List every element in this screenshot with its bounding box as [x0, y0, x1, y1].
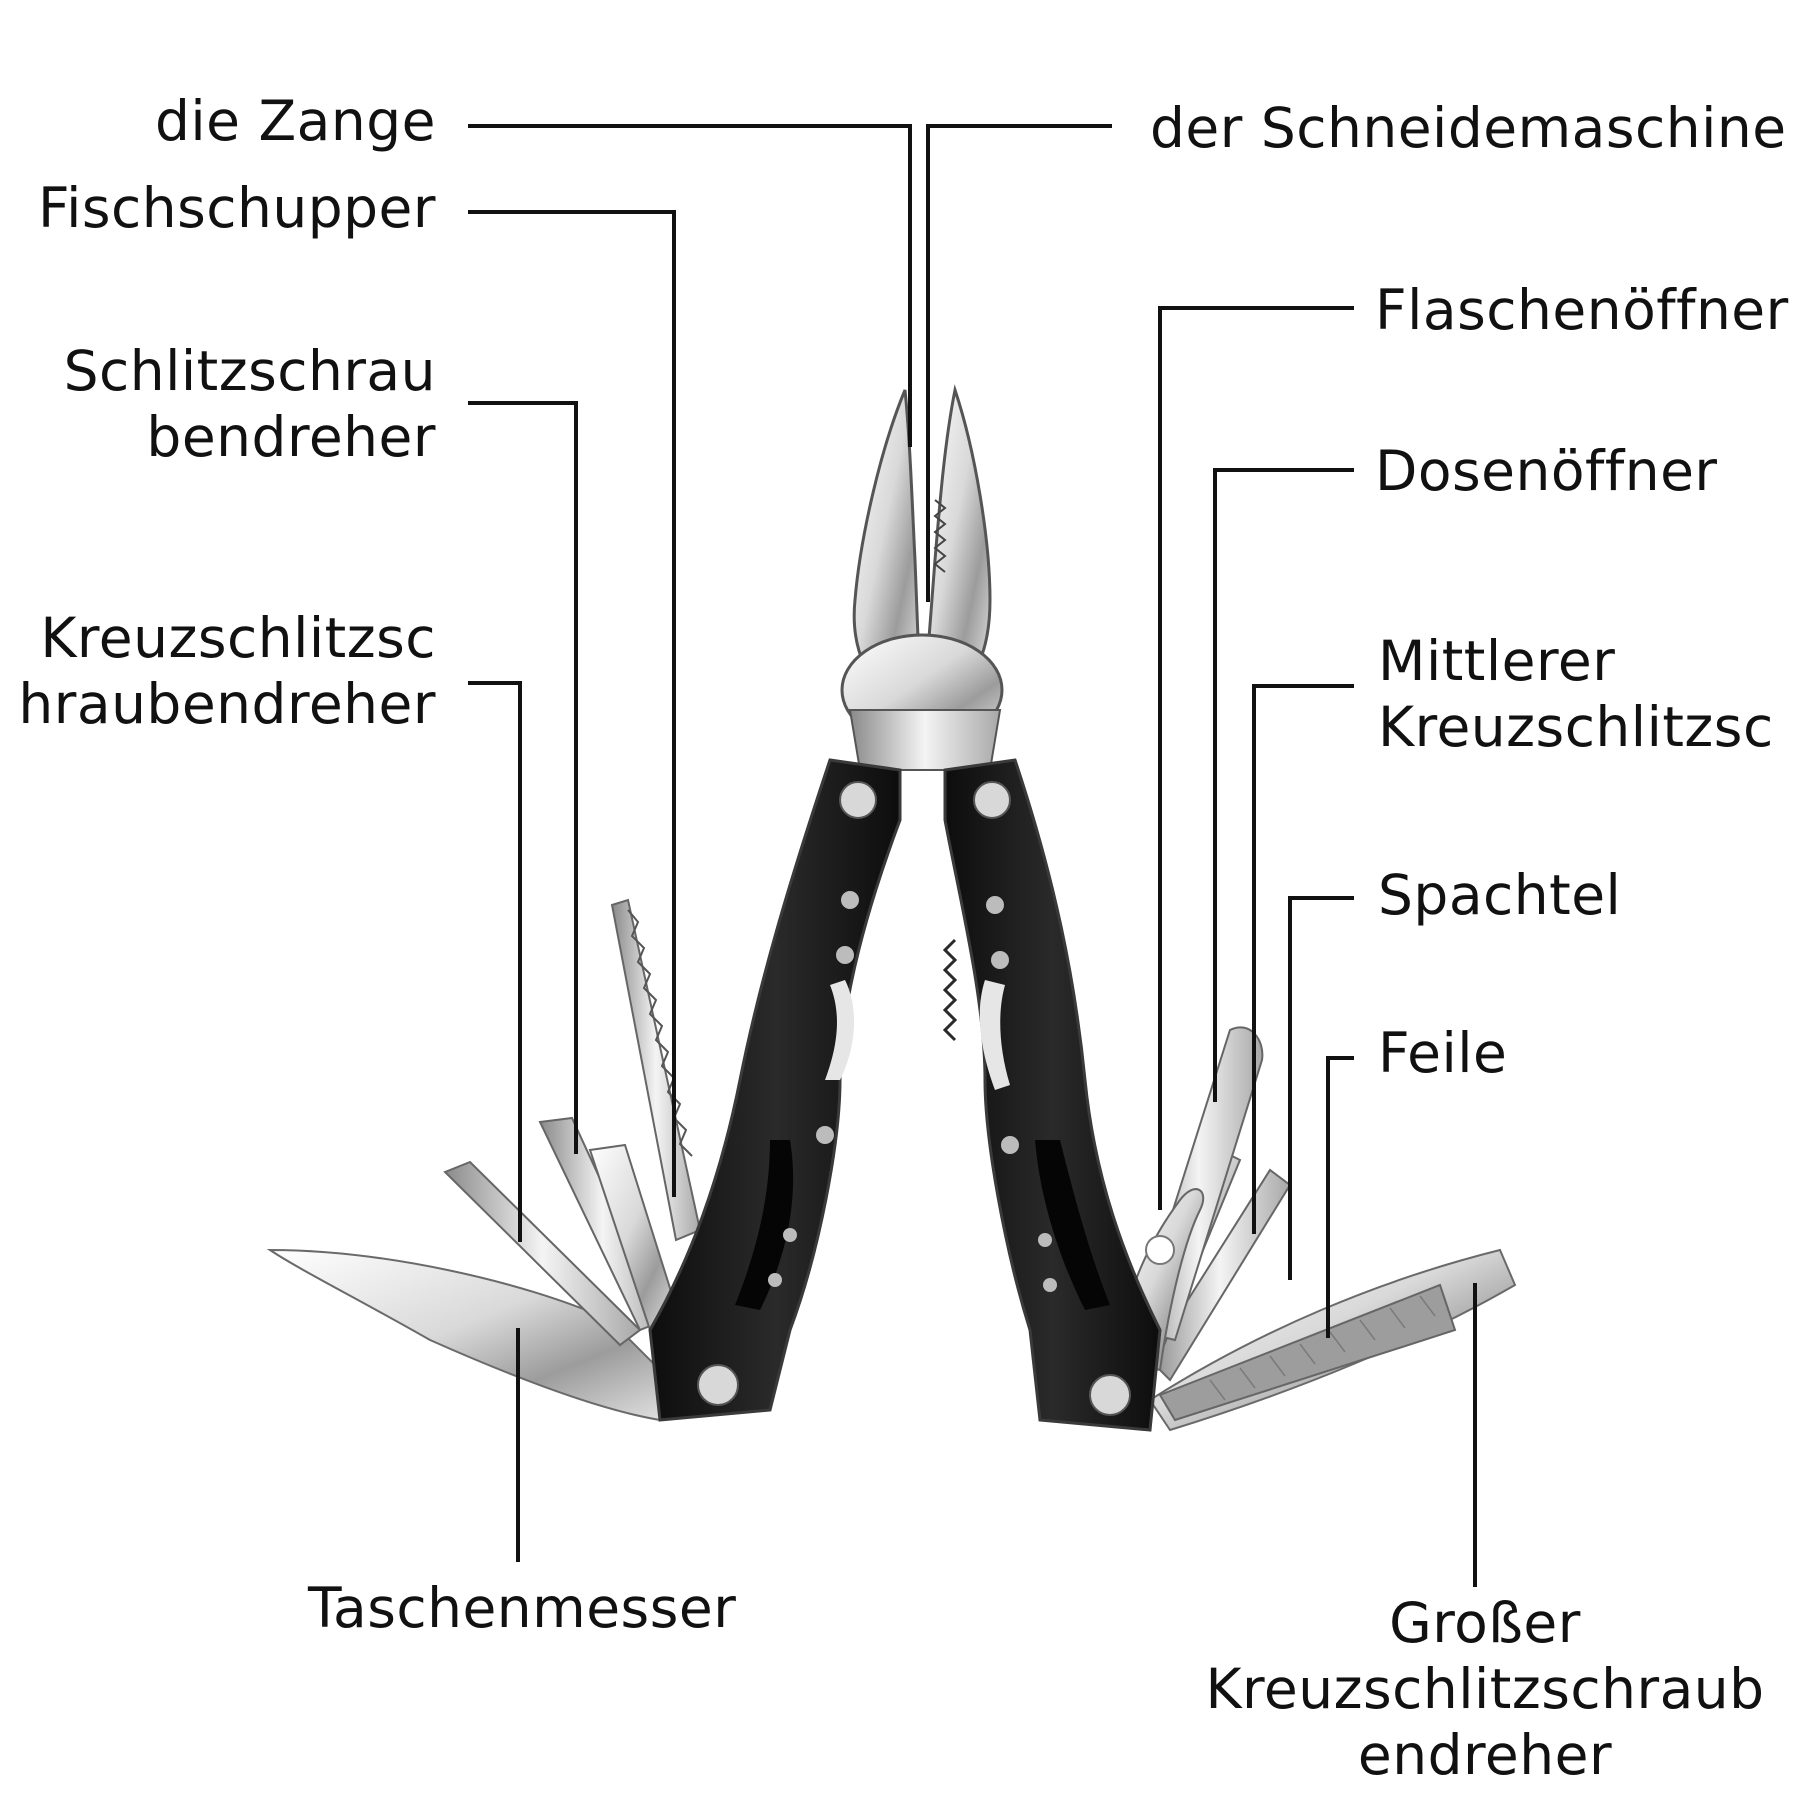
label-mittlerer-line-1: Mittlerer [1378, 629, 1616, 693]
leader-fischschupper [468, 210, 676, 1197]
right-tool-fan [1118, 1026, 1517, 1432]
left-handle-rivet-5 [768, 1273, 782, 1287]
left-handle-rivet-bottom [697, 1364, 739, 1406]
right-handle [942, 758, 1162, 1432]
label-flaschenoeffner: Flaschenöffner [1375, 278, 1789, 342]
label-spachtel: Spachtel [1378, 863, 1622, 927]
left-tool-fan [266, 898, 702, 1422]
leader-schlitz [468, 401, 578, 1154]
label-fischschupper: Fischschupper [37, 176, 436, 240]
label-mittlerer-kreuzschlitz: Mittlerer Kreuzschlitzsc [1378, 628, 1774, 760]
right-handle-cutout [979, 980, 1010, 1090]
right-handle-rivet-2 [991, 951, 1009, 969]
left-handle-rivet-top [839, 781, 877, 819]
label-grosser-line-1: Großer [1389, 1591, 1581, 1655]
right-handle-rivet-bottom [1089, 1374, 1131, 1416]
label-grosser-line-2: Kreuzschlitzschraub [1205, 1657, 1765, 1721]
pliers-neck [848, 709, 1002, 771]
left-handle-rivet-2 [836, 946, 854, 964]
left-handle [648, 758, 902, 1422]
label-feile: Feile [1378, 1021, 1508, 1085]
file-texture [1209, 1295, 1436, 1401]
left-handle-body [648, 758, 902, 1422]
label-schlitz-line-1: Schlitzschrau [63, 339, 436, 403]
label-zange: die Zange [154, 89, 436, 153]
leader-kreuz [468, 681, 522, 1242]
left-handle-rivet-4 [783, 1228, 797, 1242]
leader-lines [468, 124, 1477, 1587]
right-handle-grip-teeth [942, 938, 958, 1042]
right-handle-rivet-3 [1001, 1136, 1019, 1154]
label-kreuz-line-2: hraubendreher [18, 672, 436, 736]
left-handle-rivet-1 [841, 891, 859, 909]
right-handle-slot [1035, 1140, 1110, 1310]
knife-blade [266, 1248, 692, 1422]
pliers-head [840, 384, 1004, 771]
label-grosser-line-3: endreher [1357, 1723, 1613, 1787]
right-handle-rivet-5 [1043, 1278, 1057, 1292]
label-grosser-kreuzschlitz: Großer Kreuzschlitzschraub endreher [1185, 1590, 1785, 1788]
left-handle-cutout [825, 980, 855, 1080]
leader-dosenoeffner [1213, 468, 1354, 1102]
file-tool [1158, 1283, 1457, 1422]
right-handle-rivet-4 [1038, 1233, 1052, 1247]
left-handle-rivet-3 [816, 1126, 834, 1144]
right-handle-body [943, 758, 1162, 1432]
right-handle-rivet-1 [986, 896, 1004, 914]
label-mittlerer-line-2: Kreuzschlitzsc [1378, 695, 1774, 759]
label-schlitzschraubendreher: Schlitzschrau bendreher [64, 338, 436, 470]
bottle-opener-hole [1145, 1235, 1175, 1265]
label-dosenoeffner: Dosenöffner [1375, 439, 1718, 503]
leader-mittlerer [1252, 684, 1354, 1234]
leader-spachtel [1288, 896, 1354, 1280]
leader-feile [1326, 1056, 1354, 1338]
leader-flaschenoeffner [1158, 306, 1354, 1210]
multitool-pliers-icon [266, 384, 1517, 1432]
label-kreuz-line-1: Kreuzschlitzsc [40, 606, 436, 670]
label-schneidemaschine: der Schneidemaschine [1150, 96, 1787, 160]
label-kreuzschlitzschraubendreher: Kreuzschlitzsc hraubendreher [18, 605, 436, 737]
leader-schneidemaschine [926, 124, 1112, 602]
leader-zange [468, 124, 912, 447]
label-schlitz-line-2: bendreher [146, 405, 436, 469]
right-handle-rivet-top [973, 781, 1011, 819]
left-handle-slot [735, 1140, 794, 1310]
label-taschenmesser: Taschenmesser [308, 1576, 737, 1640]
pliers-teeth [933, 499, 947, 573]
